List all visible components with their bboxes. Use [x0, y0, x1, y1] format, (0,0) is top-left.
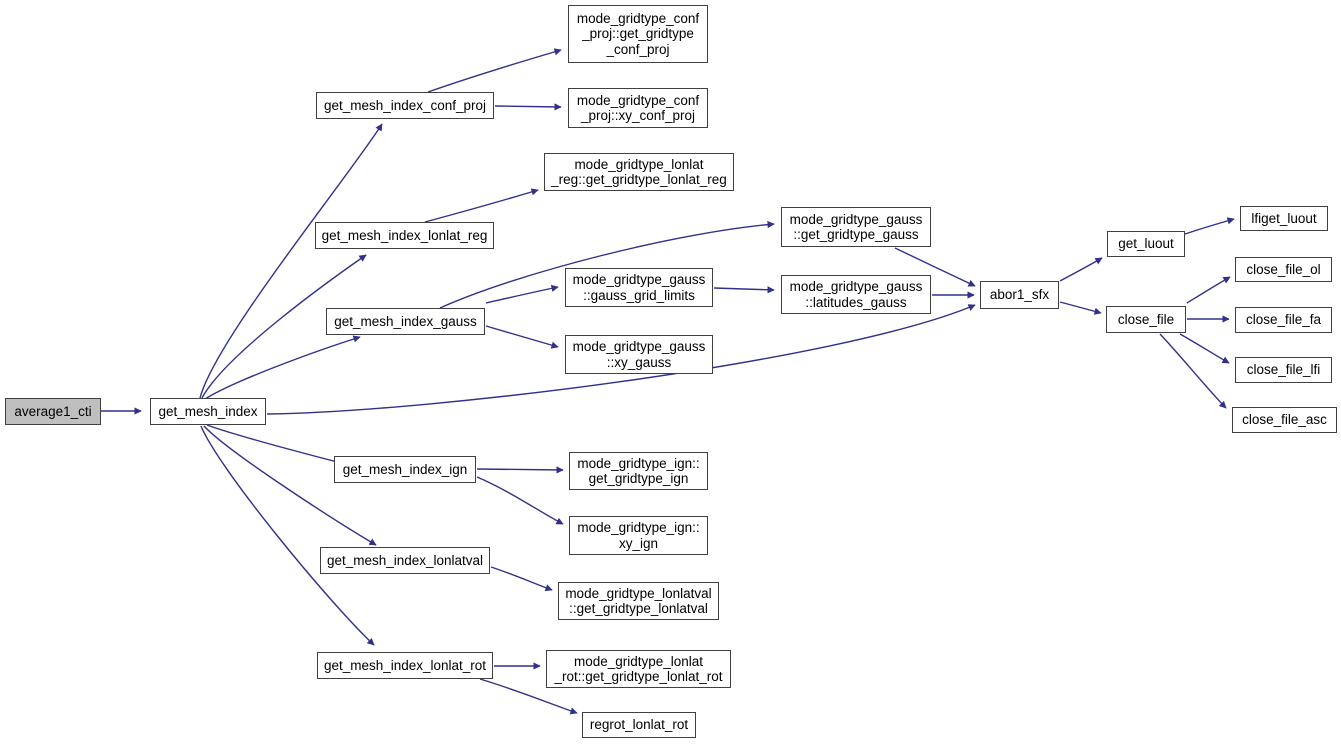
edge-abor1_sfx-to-get_luout — [1059, 257, 1103, 282]
edge-gauss_limits-to-gauss_lat — [713, 286, 775, 294]
edge-get_mesh_index-to-gmi_ign — [206, 424, 346, 466]
node-lonlat_rot_get[interactable]: mode_gridtype_lonlat _rot::get_gridtype_… — [546, 650, 731, 688]
node-label: mode_gridtype_conf _proj::get_gridtype _… — [576, 10, 700, 57]
node-label: mode_gridtype_ign:: xy_ign — [577, 520, 700, 551]
edge-gmi_lonlatval-to-lonlatval_get — [490, 566, 553, 592]
edge-gmi_conf_proj-to-conf_proj_get — [427, 48, 562, 93]
edge-get_mesh_index-to-gmi_lonlatval — [203, 425, 377, 546]
node-label: close_file_fa — [1245, 312, 1322, 328]
node-gmi_conf_proj[interactable]: get_mesh_index_conf_proj — [316, 92, 494, 119]
node-label: mode_gridtype_gauss ::gauss_grid_limits — [572, 272, 706, 303]
node-label: get_mesh_index_conf_proj — [323, 97, 487, 113]
edge-gmi_lonlat_reg-to-lonlat_reg_get — [424, 188, 539, 223]
edge-abor1_sfx-to-close_file — [1059, 301, 1102, 315]
node-label: mode_gridtype_lonlat _reg::get_gridtype_… — [551, 156, 727, 188]
node-conf_proj_xy[interactable]: mode_gridtype_conf _proj::xy_conf_proj — [568, 88, 708, 128]
node-label: mode_gridtype_gauss ::get_gridtype_gauss — [789, 211, 923, 243]
node-close_file_ol[interactable]: close_file_ol — [1235, 257, 1332, 282]
node-gmi_lonlat_reg[interactable]: get_mesh_index_lonlat_reg — [315, 222, 494, 249]
node-lonlatval_get[interactable]: mode_gridtype_lonlatval ::get_gridtype_l… — [558, 582, 719, 620]
node-gauss_limits[interactable]: mode_gridtype_gauss ::gauss_grid_limits — [565, 268, 713, 307]
edge-gmi_ign-to-ign_get — [476, 466, 564, 474]
node-close_file_lfi[interactable]: close_file_lfi — [1235, 357, 1332, 383]
node-get_luout[interactable]: get_luout — [1107, 231, 1185, 257]
edge-get_mesh_index-to-abor1_sfx — [266, 304, 976, 415]
node-label: close_file_ol — [1246, 261, 1321, 277]
node-gmi_lonlatval[interactable]: get_mesh_index_lonlatval — [320, 547, 490, 574]
node-label: mode_gridtype_ign:: get_gridtype_ign — [577, 455, 700, 487]
node-get_mesh_index[interactable]: get_mesh_index — [150, 398, 266, 425]
node-label: mode_gridtype_gauss ::latitudes_gauss — [789, 279, 923, 310]
node-average1_cti[interactable]: average1_cti — [5, 398, 101, 425]
node-label: get_mesh_index_lonlat_reg — [321, 227, 488, 243]
node-close_file_asc[interactable]: close_file_asc — [1232, 407, 1337, 433]
node-label: close_file — [1117, 311, 1175, 327]
node-gmi_gauss[interactable]: get_mesh_index_gauss — [326, 308, 485, 335]
node-label: average1_cti — [14, 403, 92, 419]
node-ign_xy[interactable]: mode_gridtype_ign:: xy_ign — [569, 516, 708, 555]
node-label: close_file_asc — [1242, 412, 1327, 428]
node-conf_proj_get[interactable]: mode_gridtype_conf _proj::get_gridtype _… — [568, 5, 708, 63]
edge-gmi_gauss-to-gauss_get — [439, 220, 775, 309]
node-gmi_lonlat_rot[interactable]: get_mesh_index_lonlat_rot — [317, 652, 493, 679]
node-label: get_mesh_index_lonlat_rot — [323, 657, 487, 673]
edge-gmi_gauss-to-gauss_limits — [485, 284, 559, 304]
node-close_file_fa[interactable]: close_file_fa — [1235, 307, 1332, 333]
node-label: mode_gridtype_gauss ::xy_gauss — [572, 339, 706, 370]
edge-gmi_gauss-to-gauss_xy — [485, 325, 559, 349]
node-label: mode_gridtype_lonlat _rot::get_gridtype_… — [554, 653, 723, 685]
node-label: close_file_lfi — [1246, 362, 1321, 378]
edge-get_mesh_index-to-gmi_conf_proj — [199, 123, 383, 399]
node-label: get_mesh_index_ign — [342, 461, 468, 477]
edge-gmi_conf_proj-to-conf_proj_xy — [494, 103, 562, 111]
node-gauss_get[interactable]: mode_gridtype_gauss ::get_gridtype_gauss — [781, 207, 931, 247]
edge-get_mesh_index-to-gmi_lonlat_reg — [201, 254, 367, 399]
node-label: get_luout — [1118, 236, 1174, 252]
node-label: lfiget_luout — [1251, 210, 1317, 226]
node-lonlat_reg_get[interactable]: mode_gridtype_lonlat _reg::get_gridtype_… — [544, 153, 734, 191]
edge-close_file-to-close_file_lfi — [1179, 333, 1230, 364]
edge-close_file-to-close_file_ol — [1186, 276, 1231, 304]
edge-gmi_ign-to-ign_xy — [476, 476, 564, 525]
node-close_file[interactable]: close_file — [1106, 306, 1186, 333]
edge-close_file-to-close_file_asc — [1159, 333, 1227, 409]
node-label: get_mesh_index_gauss — [334, 313, 477, 329]
node-gmi_ign[interactable]: get_mesh_index_ign — [334, 456, 476, 483]
node-regrot_lonlat_rot[interactable]: regrot_lonlat_rot — [582, 712, 696, 738]
node-label: regrot_lonlat_rot — [589, 717, 689, 733]
node-label: abor1_sfx — [989, 287, 1050, 303]
node-ign_get[interactable]: mode_gridtype_ign:: get_gridtype_ign — [569, 452, 708, 490]
node-abor1_sfx[interactable]: abor1_sfx — [980, 281, 1059, 309]
edge-gmi_lonlat_rot-to-regrot_lonlat_rot — [479, 678, 578, 715]
node-label: mode_gridtype_lonlatval ::get_gridtype_l… — [565, 585, 712, 617]
node-label: get_mesh_index_lonlatval — [326, 552, 484, 568]
node-lfiget_luout[interactable]: lfiget_luout — [1240, 206, 1328, 231]
node-gauss_xy[interactable]: mode_gridtype_gauss ::xy_gauss — [565, 335, 713, 374]
node-label: get_mesh_index — [158, 403, 258, 419]
edge-get_luout-to-lfiget_luout — [1184, 217, 1235, 235]
edge-get_mesh_index-to-gmi_lonlat_rot — [200, 425, 375, 646]
node-gauss_lat[interactable]: mode_gridtype_gauss ::latitudes_gauss — [781, 275, 931, 314]
edges — [101, 48, 1235, 715]
edge-get_mesh_index-to-gmi_gauss — [204, 335, 361, 400]
edge-gauss_get-to-abor1_sfx — [894, 247, 976, 287]
node-label: mode_gridtype_conf _proj::xy_conf_proj — [576, 92, 700, 124]
